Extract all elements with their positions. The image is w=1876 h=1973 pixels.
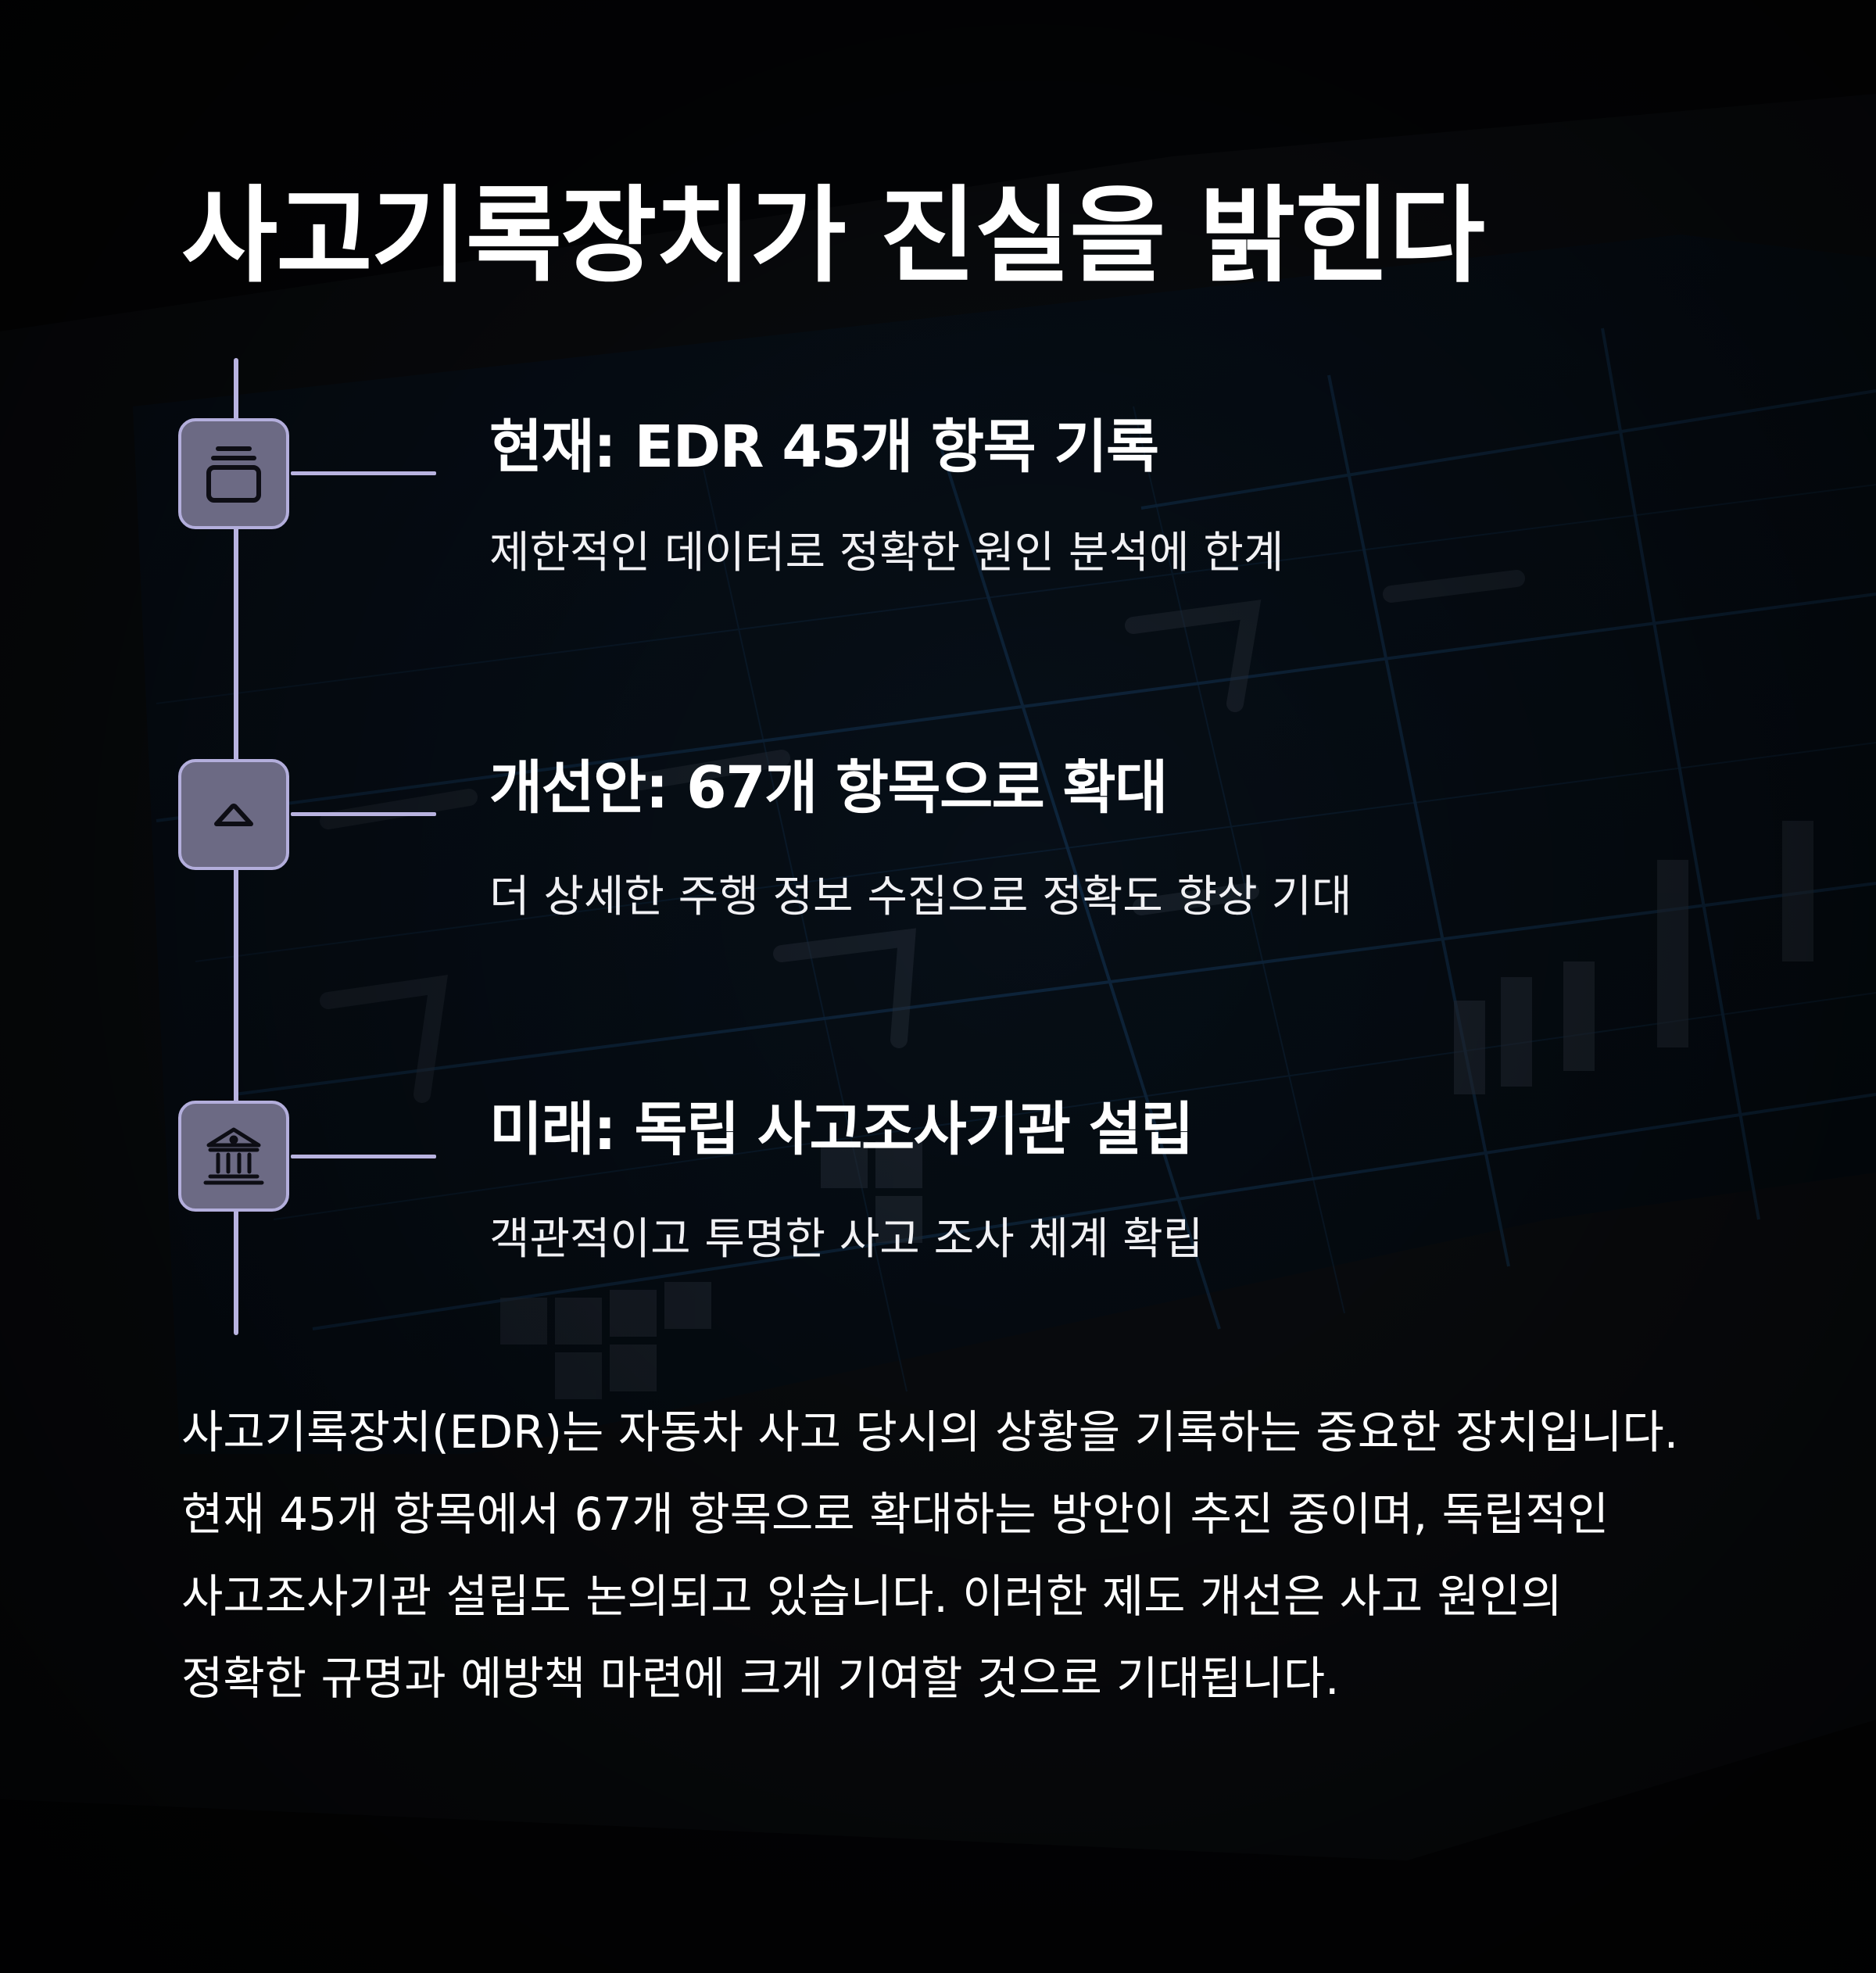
summary-paragraph: 사고기록장치(EDR)는 자동차 사고 당시의 상황을 기록하는 중요한 장치입… [181, 1405, 1679, 1705]
timeline-node-current [178, 418, 289, 529]
timeline-connector-1 [291, 471, 436, 475]
timeline-description-proposal: 더 상세한 주행 정보 수집으로 정확도 향상 기대 [489, 872, 1352, 922]
timeline-description-future: 객관적이고 투명한 사고 조사 체계 확립 [489, 1214, 1204, 1265]
timeline-heading-proposal: 개선안: 67개 항목으로 확대 [489, 754, 1168, 822]
timeline-node-future [178, 1101, 289, 1212]
archive-box-icon [206, 446, 261, 503]
timeline-heading-future: 미래: 독립 사고조사기관 설립 [489, 1096, 1194, 1163]
timeline-heading-current: 현재: EDR 45개 항목 기록 [489, 414, 1159, 481]
timeline-node-proposal [178, 759, 289, 870]
timeline-connector-2 [291, 812, 436, 816]
chevron-up-icon [214, 804, 253, 826]
institution-building-icon [203, 1127, 264, 1185]
timeline-description-current: 제한적인 데이터로 정확한 원인 분석에 한계 [489, 528, 1284, 578]
timeline-connector-3 [291, 1155, 436, 1158]
page-title: 사고기록장치가 진실을 밝힌다 [181, 175, 1485, 297]
